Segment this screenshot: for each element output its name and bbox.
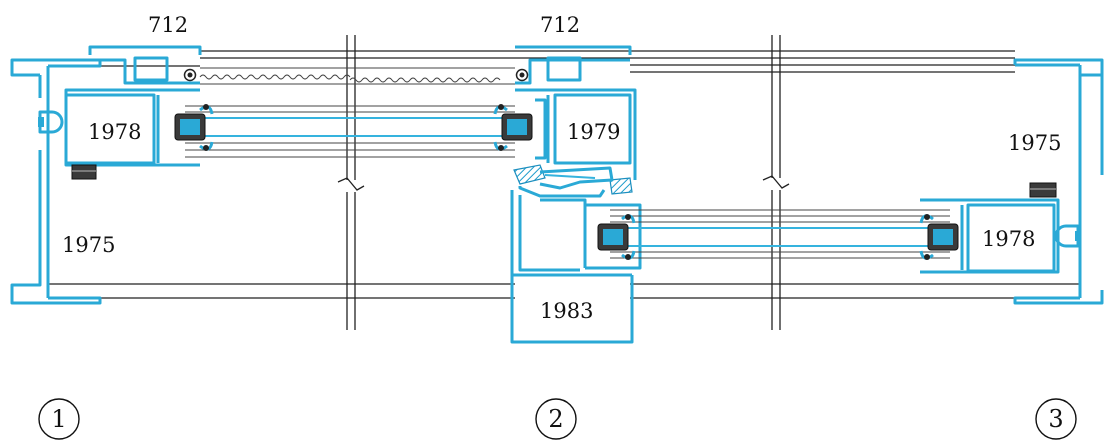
- left-sash-1978: [64, 88, 200, 180]
- right-frame-1975: [1013, 58, 1104, 305]
- callout-3-text: 3: [1048, 405, 1063, 433]
- label-712-center: 712: [540, 13, 580, 37]
- label-1983: 1983: [540, 299, 593, 323]
- right-sash-1978: [920, 182, 1081, 274]
- brush-seal: [199, 67, 515, 85]
- lower-right-gasket: [919, 214, 959, 260]
- label-1975-left: 1975: [62, 233, 115, 257]
- label-1979: 1979: [567, 120, 620, 144]
- lower-sash-left-end: [585, 203, 642, 270]
- break-line-left: [337, 35, 365, 330]
- center-sash-1979: [515, 88, 637, 180]
- lower-left-gasket: [597, 214, 636, 260]
- center-top-712: [515, 45, 632, 85]
- lower-glass-unit: [610, 209, 950, 259]
- upper-glass-unit: [185, 105, 515, 158]
- callout-3: 3: [1035, 398, 1077, 440]
- callout-1-text: 1: [51, 405, 66, 433]
- callout-2: 2: [535, 398, 577, 440]
- label-712-left: 712: [148, 13, 188, 37]
- upper-left-gasket: [174, 104, 214, 151]
- label-1978-left: 1978: [88, 120, 141, 144]
- break-line-right: [762, 35, 790, 330]
- callout-1: 1: [38, 398, 80, 440]
- center-frame-1983: [510, 190, 634, 344]
- left-frame-1975: [10, 58, 102, 305]
- interlock: [513, 164, 633, 198]
- left-top-712: [88, 45, 202, 85]
- rail-lines: [48, 50, 1080, 299]
- callout-2-text: 2: [548, 405, 563, 433]
- label-1978-right: 1978: [982, 227, 1035, 251]
- upper-right-gasket: [493, 104, 533, 151]
- label-1975-right: 1975: [1008, 131, 1061, 155]
